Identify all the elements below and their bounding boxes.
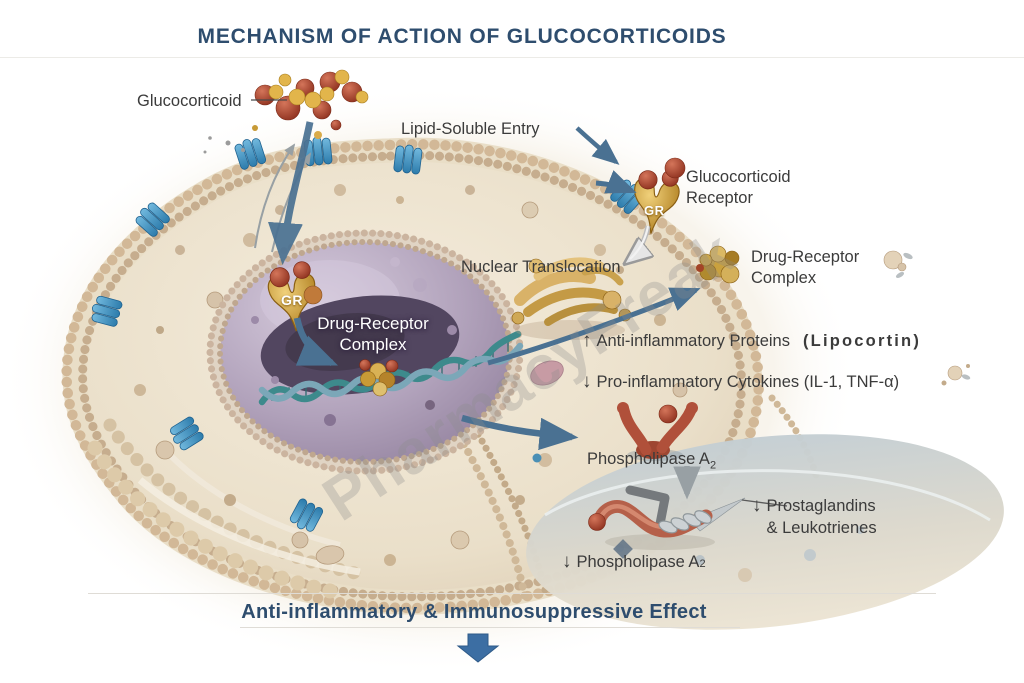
glucocorticoid-molecules: [203, 69, 369, 154]
up-arrow-glyph: ↑: [582, 330, 592, 351]
glucocorticoid-receptor: [628, 157, 686, 238]
down-arrow-glyph: ↓: [582, 371, 592, 392]
inhibited-enzyme: [588, 485, 788, 559]
prostaglandins-line2: & Leukotrienes: [766, 519, 877, 537]
gr-membrane-badge: GR: [644, 203, 665, 218]
effect-divider-bottom: [240, 627, 740, 628]
lipid-entry-arrow: [575, 126, 620, 165]
phospholipase-a2-protein: [617, 402, 698, 461]
phospholipase-text: Phospholipase A: [587, 450, 710, 468]
drug-receptor-membrane-line2: Complex: [751, 269, 817, 287]
page-title: MECHANISM OF ACTION OF GLUCOCORTICOIDS: [197, 25, 727, 48]
phospholipase-down-text: Phospholipase A: [576, 553, 700, 571]
free-vesicles: [883, 250, 971, 386]
pro-inflammatory-text: Pro-inflammatory Cytokines (IL-1, TNF-α): [596, 373, 900, 391]
receptor-label-line1: Glucocorticoid: [686, 168, 791, 186]
anti-inflammatory-text: Anti-inflammatory Proteins: [596, 332, 790, 350]
anti-inflammatory-row: ↑ Anti-inflammatory Proteins (Lipocortin…: [582, 330, 921, 352]
gray-rod: [625, 485, 670, 529]
cytoplasm-vesicles: [134, 184, 688, 576]
drug-receptor-nucleus-line2: Complex: [339, 335, 407, 354]
effect-block-arrow: [456, 633, 500, 663]
receptor-label: Glucocorticoid Receptor: [686, 167, 791, 209]
down-arrow-glyph: ↓: [752, 495, 762, 516]
drug-receptor-nucleus-label: Drug-Receptor Complex: [303, 313, 443, 355]
pla2-arrow: [461, 414, 579, 451]
receptor-binding-arrow: [595, 170, 637, 194]
nuclear-translocation-label: Nuclear Translocation: [461, 258, 621, 276]
phospholipase-subscript: 2: [709, 459, 717, 472]
gr-nucleus-badge: GR: [281, 292, 303, 308]
glucocorticoid-label: Glucocorticoid: [137, 92, 242, 110]
effect-label: Anti-inflammatory & Immunosuppressive Ef…: [241, 601, 707, 623]
translocation-arrow: [487, 287, 701, 366]
drug-receptor-membrane-line1: Drug-Receptor: [751, 248, 860, 266]
effect-divider-top: [88, 593, 936, 594]
drug-receptor-complex-cluster: [696, 245, 740, 284]
lipid-entry-label: Lipid-Soluble Entry: [401, 120, 540, 138]
drug-receptor-membrane-label: Drug-Receptor Complex: [751, 247, 859, 289]
nucleus-gr-receptor: [265, 259, 323, 335]
prostaglandins-line1: Prostaglandins: [766, 497, 876, 515]
dna-bound-complex: [359, 359, 399, 397]
phospholipase-label: Phospholipase A2: [587, 449, 716, 475]
pro-inflammatory-row: ↓ Pro-inflammatory Cytokines (IL-1, TNF-…: [582, 371, 899, 393]
prostaglandins-block: ↓ Prostaglandins & Leukotrienes: [752, 495, 877, 539]
dna-binding-arrow: [293, 317, 339, 367]
receptor-label-line2: Receptor: [686, 189, 753, 207]
down-arrow-glyph: ↓: [562, 551, 572, 572]
pathway-arrows: [251, 99, 701, 663]
title-divider: [0, 57, 1024, 58]
phospholipase-down-subscript: 2: [699, 558, 706, 570]
dna-helix: [258, 330, 524, 406]
diamond-marker: [613, 539, 633, 559]
drug-receptor-nucleus-line1: Drug-Receptor: [317, 314, 429, 333]
lipocortin-text: (Lipocortin): [802, 332, 922, 350]
entry-arrow: [267, 121, 314, 265]
